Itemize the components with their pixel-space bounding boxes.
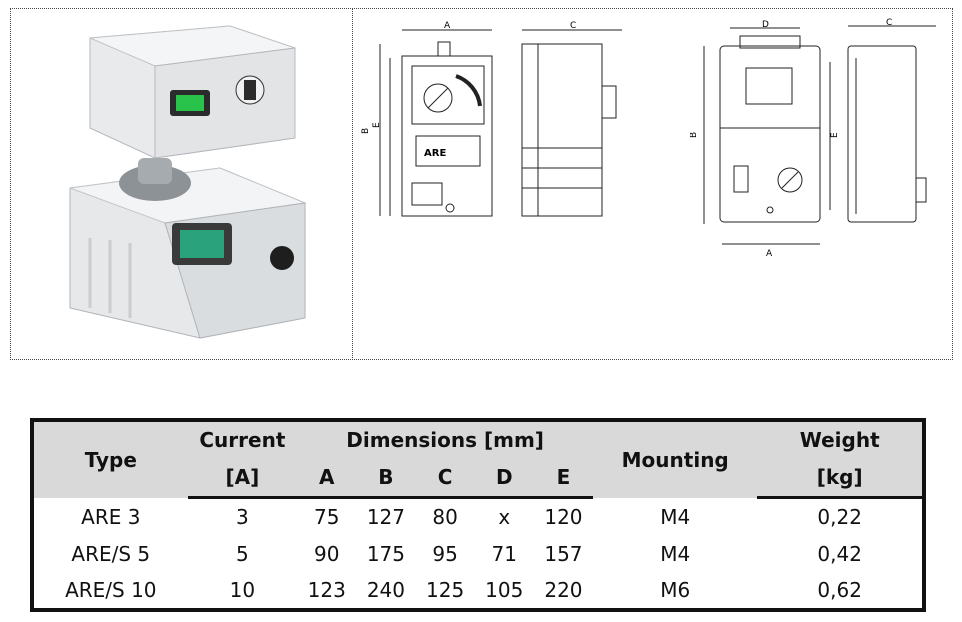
cell-dim-a: 75 — [314, 505, 340, 530]
technical-drawing-small: A B E ARE C — [361, 21, 622, 217]
header-type: Type — [32, 420, 188, 498]
cell-type: ARE 3 — [81, 504, 141, 529]
cell-dim-d: 105 — [485, 577, 524, 602]
cell-weight: 0,22 — [817, 505, 862, 530]
cell-dim-e: 157 — [544, 541, 583, 566]
cell-weight: 0,62 — [817, 577, 862, 602]
header-dim-d: D — [474, 458, 534, 500]
header-weight-unit: [kg] — [757, 458, 924, 500]
cell-dim-d: x — [498, 505, 511, 530]
dim-label-c: C — [570, 21, 576, 31]
cell-dim-c: 125 — [426, 577, 465, 602]
cell-mounting: M6 — [660, 577, 691, 602]
header-dimensions: Dimensions [mm] — [297, 420, 594, 459]
dim-label-c2: C — [886, 18, 892, 28]
cell-current: 3 — [236, 505, 249, 530]
cell-dim-b: 175 — [366, 541, 406, 566]
dim-label-e: E — [372, 122, 382, 128]
specifications-table: Type Current Dimensions [mm] Mounting We… — [30, 418, 926, 612]
header-dim-a: A — [297, 458, 357, 500]
cell-dim-c: 80 — [432, 505, 458, 530]
cell-current: 10 — [229, 577, 256, 602]
dim-label-a: A — [444, 21, 451, 31]
dim-label-b: B — [361, 128, 371, 134]
table-header-row-2: [A] A B C D E [kg] — [32, 458, 924, 500]
header-dim-b: B — [356, 458, 416, 500]
cell-type: ARE/S 10 — [65, 577, 157, 602]
dim-label-d: D — [762, 20, 769, 30]
cell-dim-e: 120 — [544, 505, 583, 530]
device-label: ARE — [424, 148, 446, 159]
product-photo — [69, 25, 307, 339]
dim-label-e2: E — [830, 132, 840, 138]
header-dim-c: C — [415, 458, 475, 500]
cell-dim-a: 123 — [307, 577, 346, 602]
cell-weight: 0,42 — [817, 541, 862, 566]
dim-label-a2: A — [766, 249, 773, 258]
cell-dim-a: 90 — [314, 541, 340, 566]
header-current-unit: [A] — [187, 458, 298, 500]
cell-current: 5 — [236, 541, 249, 566]
header-dim-e: E — [533, 458, 594, 500]
table-row: ARE/S 5 5 90 175 95 71 157 M4 0,42 — [32, 536, 924, 572]
header-current: Current — [187, 420, 298, 459]
cell-dim-c: 95 — [432, 541, 458, 566]
figure-frame — [10, 8, 953, 360]
cell-dim-b: 127 — [366, 505, 406, 530]
cell-mounting: M4 — [660, 541, 691, 566]
header-mounting: Mounting — [593, 420, 758, 498]
cell-mounting: M4 — [660, 504, 691, 529]
cell-dim-b: 240 — [366, 577, 406, 602]
cell-dim-d: 71 — [491, 541, 517, 566]
dim-label-b2: B — [690, 132, 699, 138]
technical-drawing-large: D B E A C — [690, 18, 936, 258]
cell-dim-e: 220 — [544, 577, 583, 602]
table-row: ARE/S 10 10 123 240 125 105 220 M6 0,62 — [32, 572, 924, 610]
header-weight: Weight — [757, 420, 924, 459]
cell-type: ARE/S 5 — [71, 541, 151, 566]
figure-divider — [352, 8, 353, 360]
table-header-row-1: Type Current Dimensions [mm] Mounting We… — [32, 420, 924, 498]
table-row: ARE 3 3 75 127 80 x 120 M4 0,22 — [32, 498, 924, 536]
